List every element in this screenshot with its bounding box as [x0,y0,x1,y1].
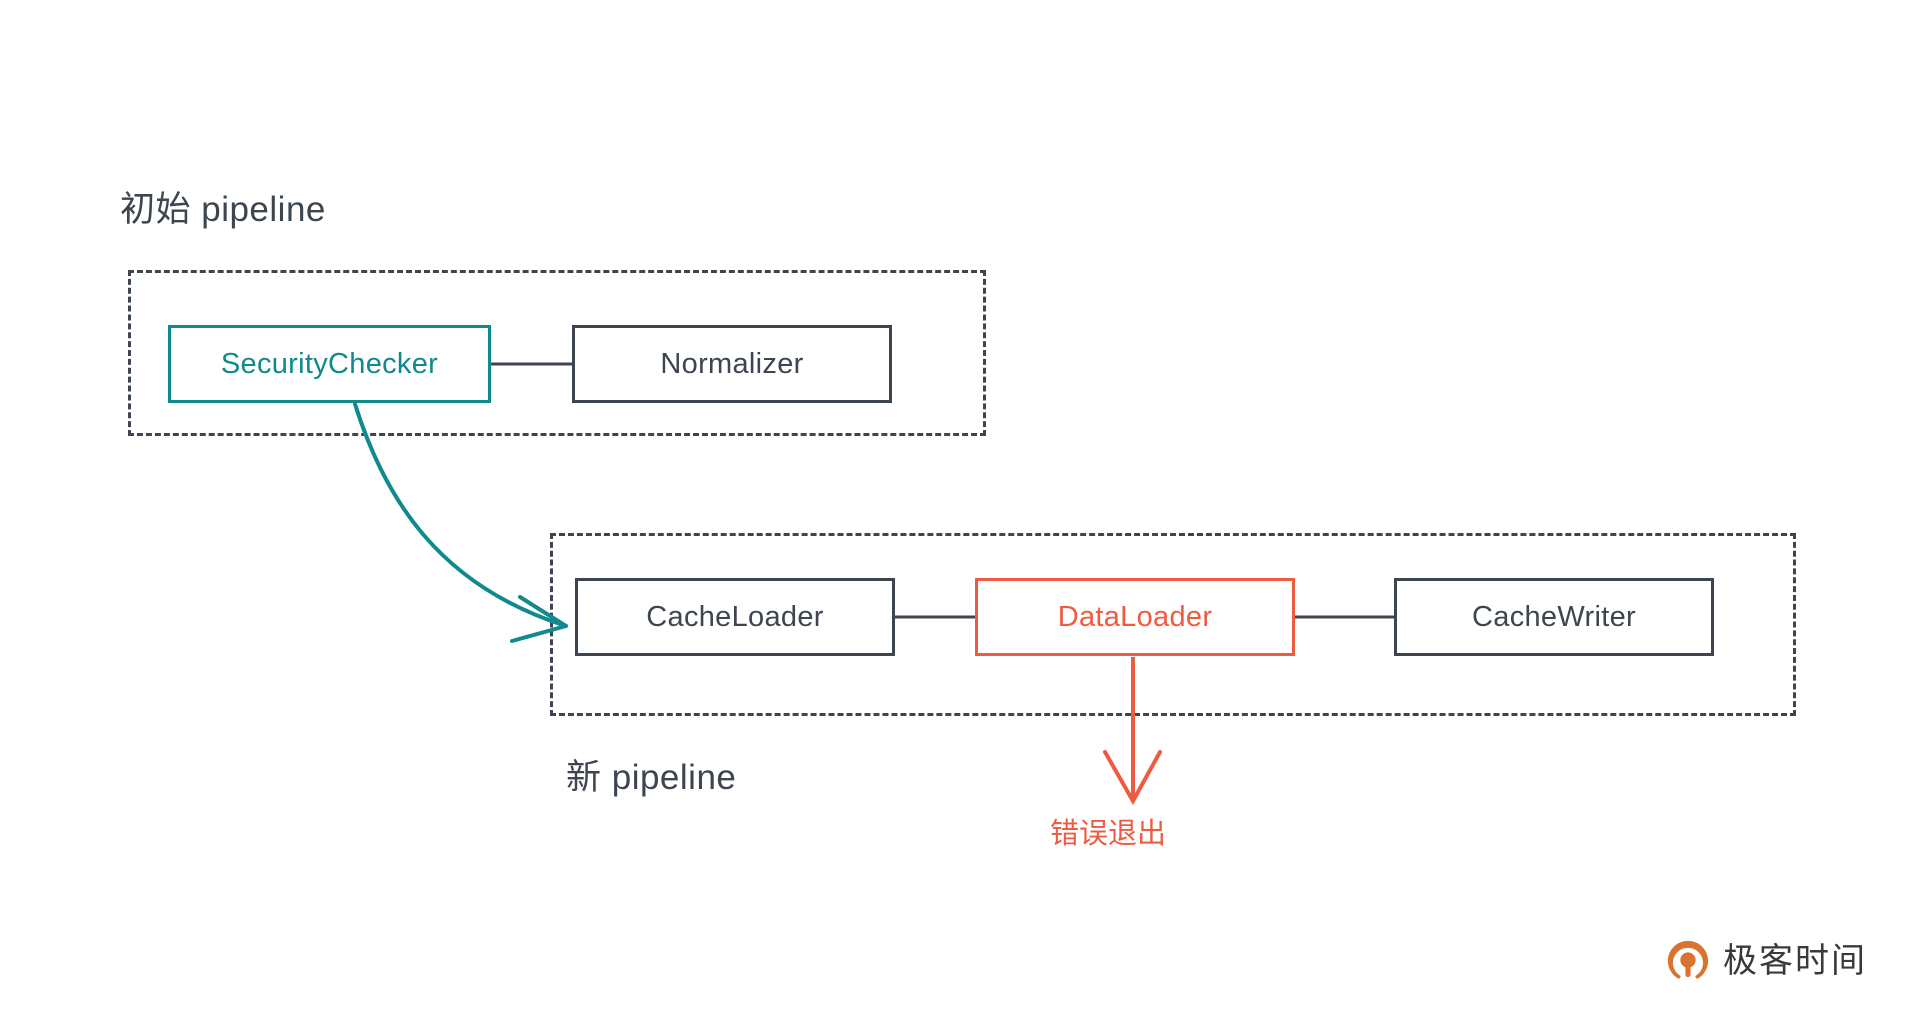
error-exit-label: 错误退出 [1050,818,1167,850]
logo-ring [1667,940,1709,979]
node-security-checker[interactable]: SecurityChecker [168,325,491,403]
brand-name: 极客时间 [1723,942,1867,980]
brand-watermark: 极客时间 [1665,938,1867,984]
arrowhead-orange-down [1103,750,1162,806]
node-cache-writer[interactable]: CacheWriter [1394,578,1714,656]
geektime-logo-icon [1667,940,1709,979]
initial-pipeline-title: 初始 pipeline [120,190,326,229]
node-normalizer[interactable]: Normalizer [572,325,892,403]
node-cache-loader[interactable]: CacheLoader [575,578,895,656]
logo-stem [1680,952,1696,978]
new-pipeline-title: 新 pipeline [566,758,737,797]
node-data-loader[interactable]: DataLoader [975,578,1295,656]
edge-security-checker-to-cache-loader [353,402,565,627]
